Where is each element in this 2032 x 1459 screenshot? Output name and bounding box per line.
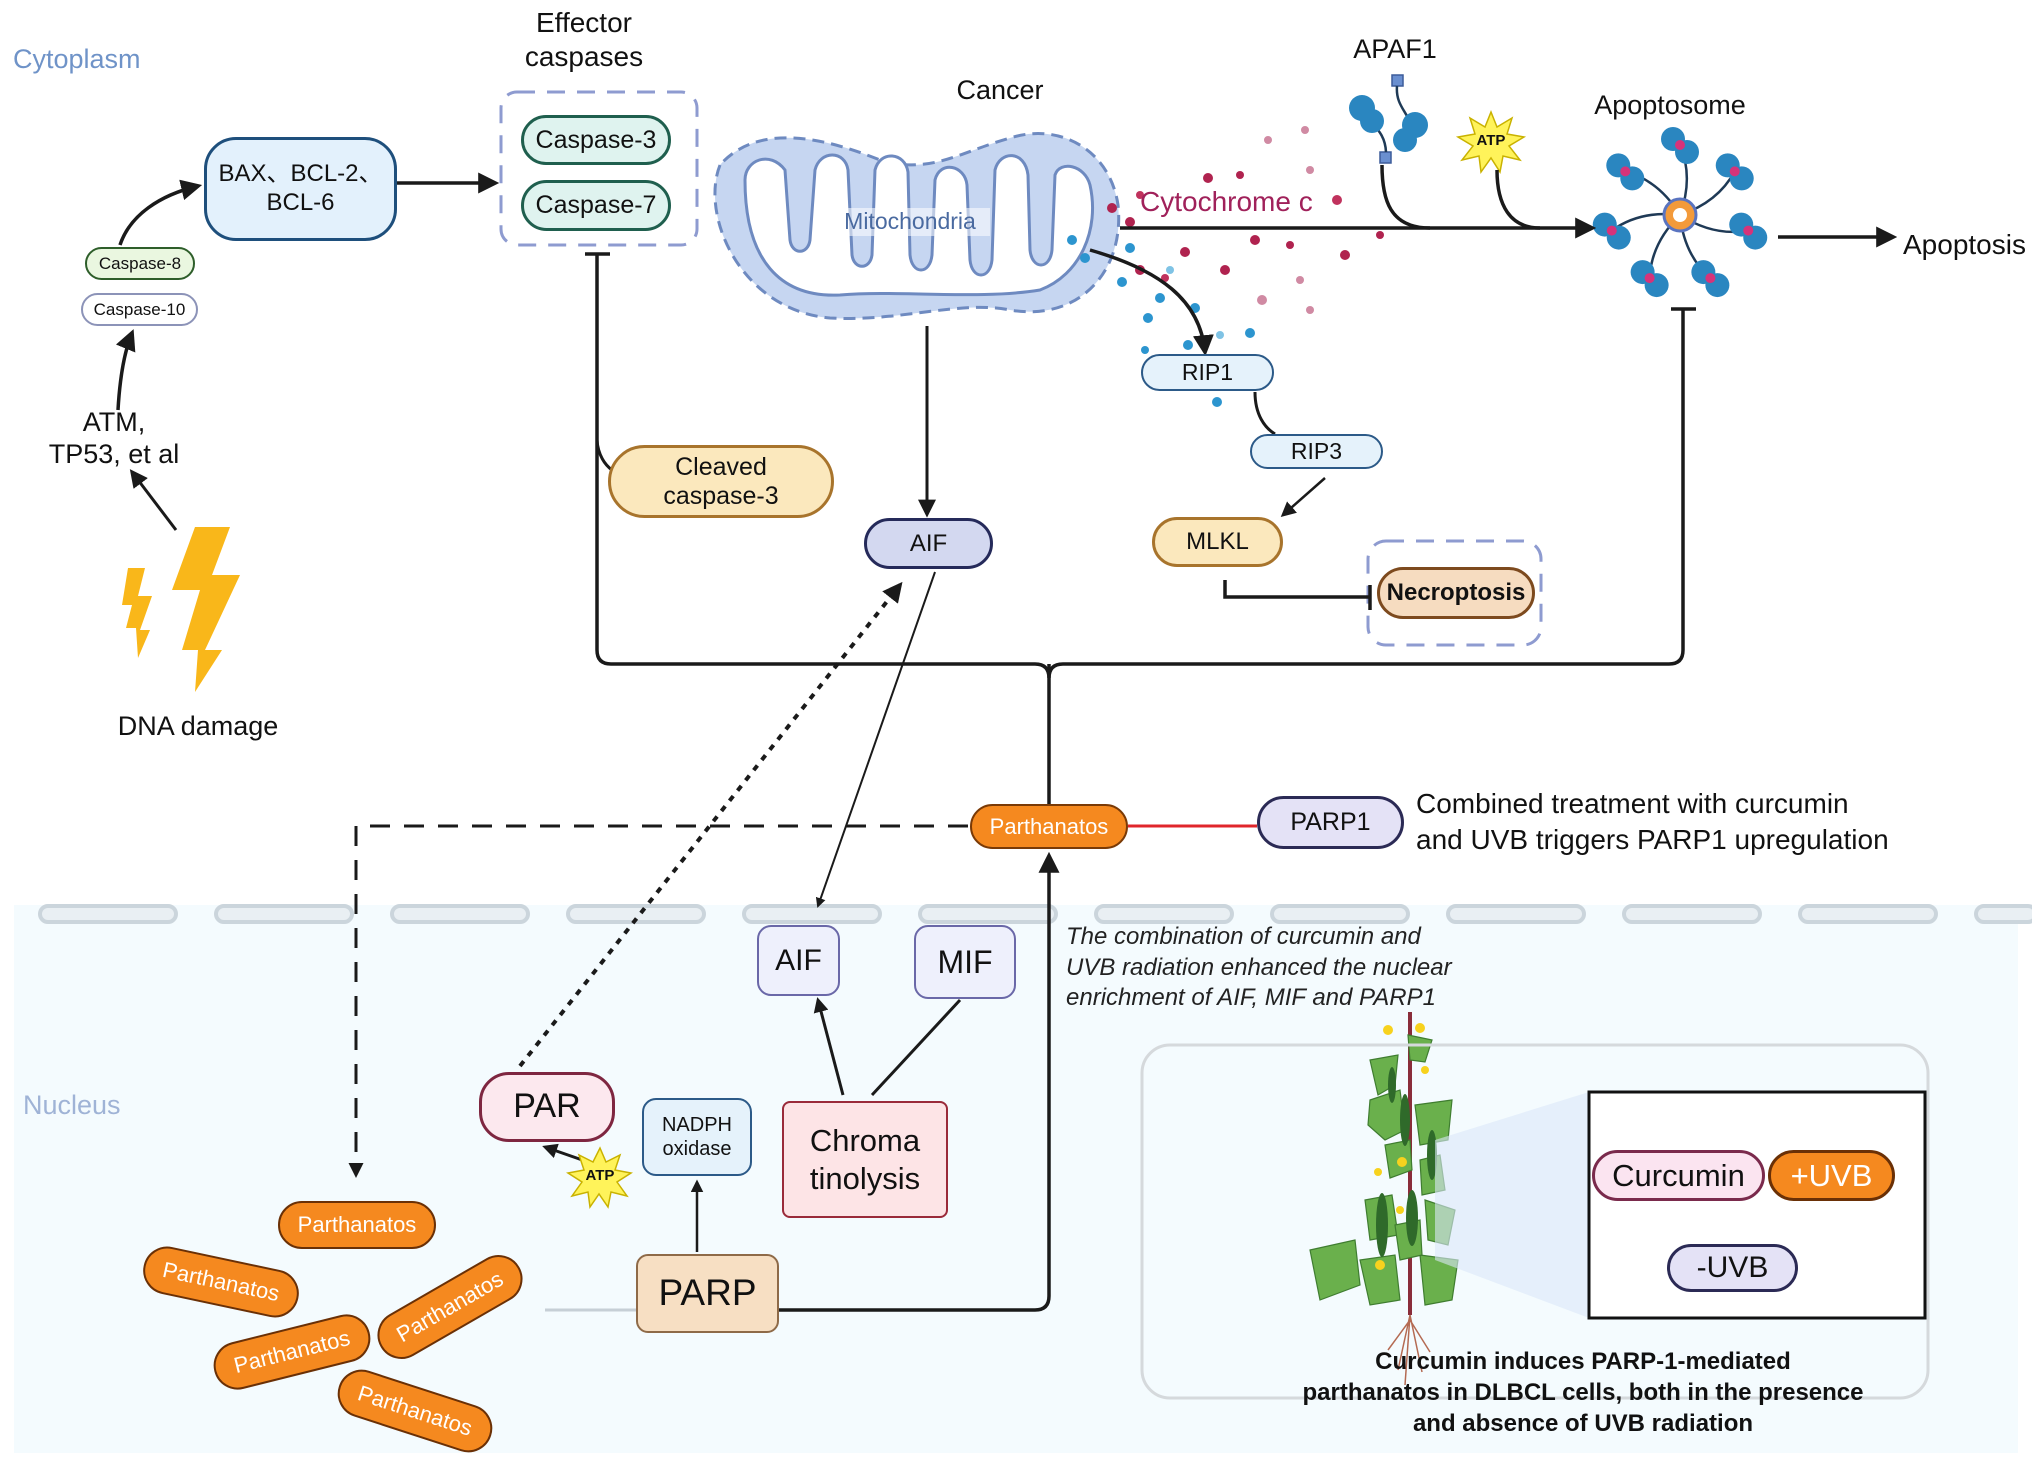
rip3-node[interactable]: RIP3 xyxy=(1250,434,1383,469)
effector-caspases-title: Effector caspases xyxy=(524,6,644,73)
effector-caspases-group xyxy=(499,90,699,247)
parthanatos-node[interactable]: Parthanatos xyxy=(970,804,1128,849)
enrichment-line3: enrichment of AIF, MIF and PARP1 xyxy=(1066,984,1436,1012)
effector-title-line1: Effector xyxy=(536,7,632,38)
mitochondria-label: Mitochondria xyxy=(830,208,990,236)
aif-nucleus-node[interactable]: AIF xyxy=(757,925,840,996)
atp-small-starburst-icon xyxy=(566,1146,633,1210)
lightning-bolt-icon xyxy=(122,527,240,692)
parp1-node[interactable]: PARP1 xyxy=(1257,796,1404,849)
cleaved-line2: caspase-3 xyxy=(663,481,779,510)
bax-bcl-node[interactable]: BAX、BCL-2、 BCL-6 xyxy=(204,137,397,241)
rip1-node[interactable]: RIP1 xyxy=(1141,354,1274,391)
apoptosome-icon xyxy=(1592,127,1768,298)
atm-tp53-label: ATM, TP53, et al xyxy=(36,406,192,471)
panel-caption: Curcumin induces PARP-1-mediated parthan… xyxy=(1240,1346,1926,1440)
nadph-oxidase-node[interactable]: NADPH oxidase xyxy=(642,1098,752,1176)
atp-starburst-icon xyxy=(1455,109,1527,174)
caspase-3-node[interactable]: Caspase-3 xyxy=(521,115,671,165)
apaf1-icon xyxy=(1349,74,1428,164)
zoom-projection xyxy=(1435,1092,1589,1318)
enrichment-line1: The combination of curcumin and xyxy=(1066,923,1421,950)
cancer-label: Cancer xyxy=(956,75,1044,105)
cytoplasm-label: Cytoplasm xyxy=(13,44,141,74)
parp1-upregulation-note: Combined treatment with curcumin and UVB… xyxy=(1416,786,1889,858)
parthanatos-cluster-item: Parthanatos xyxy=(278,1201,436,1249)
cucumber-plant-icon xyxy=(1309,1012,1459,1386)
apoptosis-label: Apoptosis xyxy=(1903,229,2026,260)
caption-line3: and absence of UVB radiation xyxy=(1412,1410,1754,1438)
chromatinolysis-node[interactable]: Chroma tinolysis xyxy=(782,1101,948,1218)
apoptosome-label: Apoptosome xyxy=(1594,90,1746,120)
effector-title-line2: caspases xyxy=(524,40,644,72)
mif-node[interactable]: MIF xyxy=(914,925,1016,999)
minus-uvb-pill[interactable]: -UVB xyxy=(1667,1244,1798,1292)
atp-label: ATP xyxy=(1476,132,1506,149)
nadph-line2: oxidase xyxy=(662,1138,732,1160)
nucleus-label: Nucleus xyxy=(23,1090,121,1120)
nadph-line1: NADPH xyxy=(661,1114,732,1136)
atp-small-label: ATP xyxy=(585,1167,615,1184)
curcumin-panel xyxy=(1140,1043,1930,1400)
caspase-10-node[interactable]: Caspase-10 xyxy=(81,293,198,326)
plus-uvb-pill[interactable]: +UVB xyxy=(1768,1150,1895,1201)
cleaved-line1: Cleaved xyxy=(675,452,767,481)
necroptosis-group xyxy=(1366,539,1543,647)
atm-line1: ATM, xyxy=(82,407,146,437)
necroptosis-node[interactable]: Necroptosis xyxy=(1377,567,1535,619)
atm-line2: TP53, et al xyxy=(48,439,180,470)
parp-node[interactable]: PARP xyxy=(636,1254,779,1333)
connectors xyxy=(115,164,1898,1312)
nuclear-enrichment-note: The combination of curcumin and UVB radi… xyxy=(1066,922,1452,1014)
enrichment-line2: UVB radiation enhanced the nuclear xyxy=(1066,953,1452,981)
cytochrome-c-particles xyxy=(1067,126,1384,407)
caspase-7-node[interactable]: Caspase-7 xyxy=(521,180,671,231)
bax-line2: BCL-6 xyxy=(266,189,335,216)
chroma-line1: Chroma xyxy=(809,1123,921,1159)
parp1-note-line1: Combined treatment with curcumin xyxy=(1416,788,1849,819)
curcumin-pill[interactable]: Curcumin xyxy=(1592,1150,1765,1201)
cytochrome-c-label: Cytochrome c xyxy=(1140,186,1313,217)
caption-line2: parthanatos in DLBCL cells, both in the … xyxy=(1302,1379,1864,1407)
cleaved-caspase-3-node[interactable]: Cleaved caspase-3 xyxy=(608,445,834,518)
parp1-note-line2: and UVB triggers PARP1 upregulation xyxy=(1416,823,1889,855)
dna-damage-label: DNA damage xyxy=(117,711,279,741)
mlkl-node[interactable]: MLKL xyxy=(1152,517,1283,567)
caption-line1: Curcumin induces PARP-1-mediated xyxy=(1375,1348,1791,1375)
nuclear-membrane xyxy=(38,904,2032,924)
bax-line1: BAX、BCL-2、 xyxy=(218,160,383,188)
par-node[interactable]: PAR xyxy=(479,1072,615,1142)
apaf1-label: APAF1 xyxy=(1353,34,1437,64)
caspase-8-node[interactable]: Caspase-8 xyxy=(85,247,195,280)
aif-cytoplasm-node[interactable]: AIF xyxy=(864,518,993,569)
chroma-line2: tinolysis xyxy=(809,1160,921,1196)
